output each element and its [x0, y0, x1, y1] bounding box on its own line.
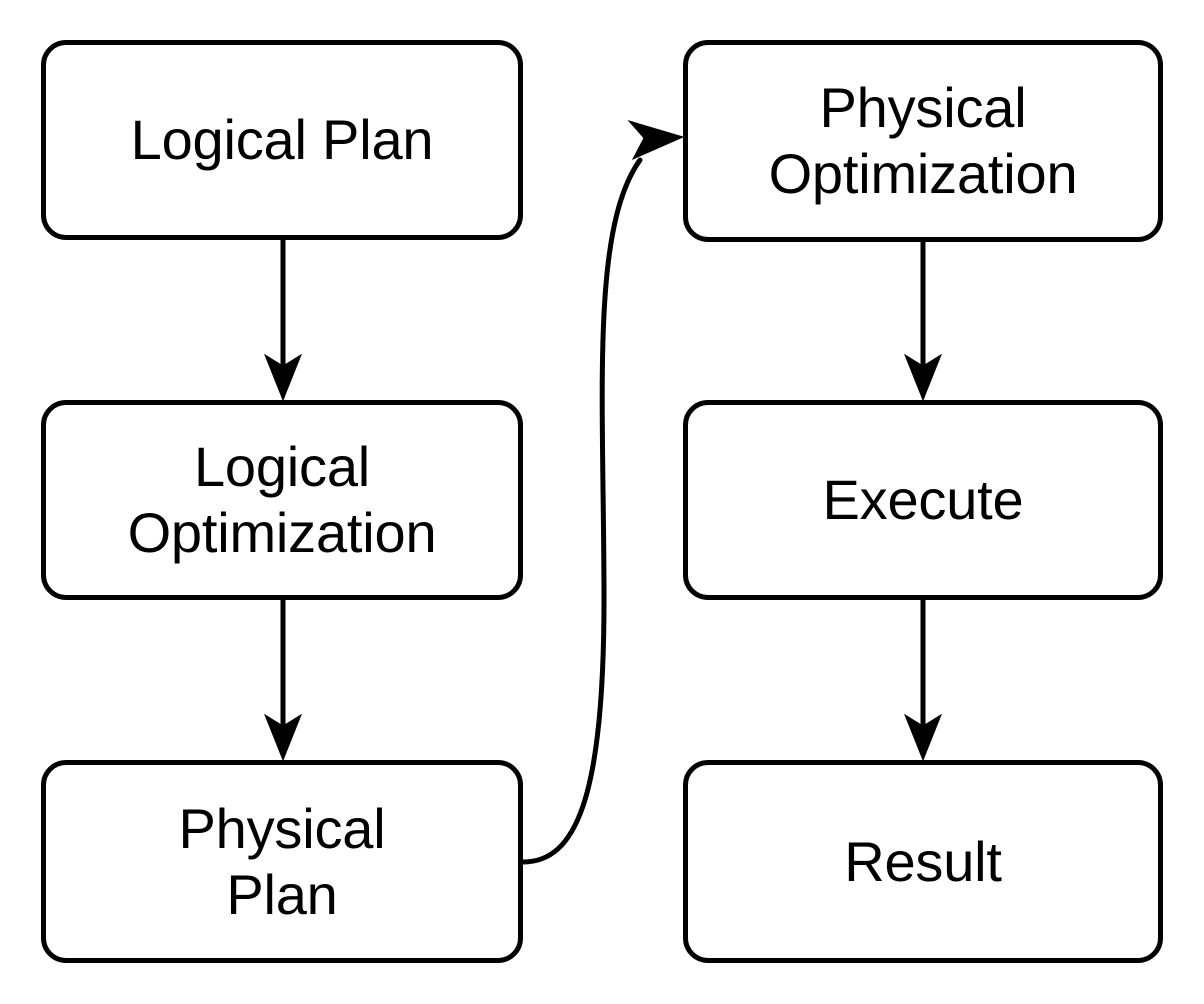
- edge-logical-plan-to-logical-optimization: [263, 240, 303, 402]
- node-logical-optimization-label: Logical Optimization: [127, 435, 437, 564]
- node-logical-plan-label: Logical Plan: [130, 108, 434, 171]
- edge-curve: [520, 157, 643, 865]
- node-physical-optimization[interactable]: Physical Optimization: [683, 40, 1163, 242]
- arrowhead-icon: [627, 120, 685, 161]
- node-logical-optimization[interactable]: Logical Optimization: [41, 400, 523, 600]
- edge-physical-optimization-to-execute: [903, 242, 943, 402]
- node-physical-plan[interactable]: Physical Plan: [41, 760, 523, 963]
- node-execute-label: Execute: [822, 468, 1024, 531]
- node-execute[interactable]: Execute: [683, 400, 1163, 600]
- edge-execute-to-result: [903, 600, 943, 762]
- edge-logical-optimization-to-physical-plan: [263, 600, 303, 762]
- arrowhead-icon: [263, 713, 303, 762]
- arrowhead-icon: [263, 353, 303, 402]
- node-result[interactable]: Result: [683, 760, 1163, 963]
- node-physical-optimization-label: Physical Optimization: [768, 76, 1078, 205]
- node-physical-plan-label: Physical Plan: [178, 796, 386, 926]
- edge-physical-plan-to-physical-optimization: [520, 120, 685, 865]
- node-logical-plan[interactable]: Logical Plan: [41, 40, 523, 240]
- node-result-label: Result: [844, 829, 1002, 893]
- arrowhead-icon: [903, 713, 943, 762]
- arrowhead-icon: [903, 353, 943, 402]
